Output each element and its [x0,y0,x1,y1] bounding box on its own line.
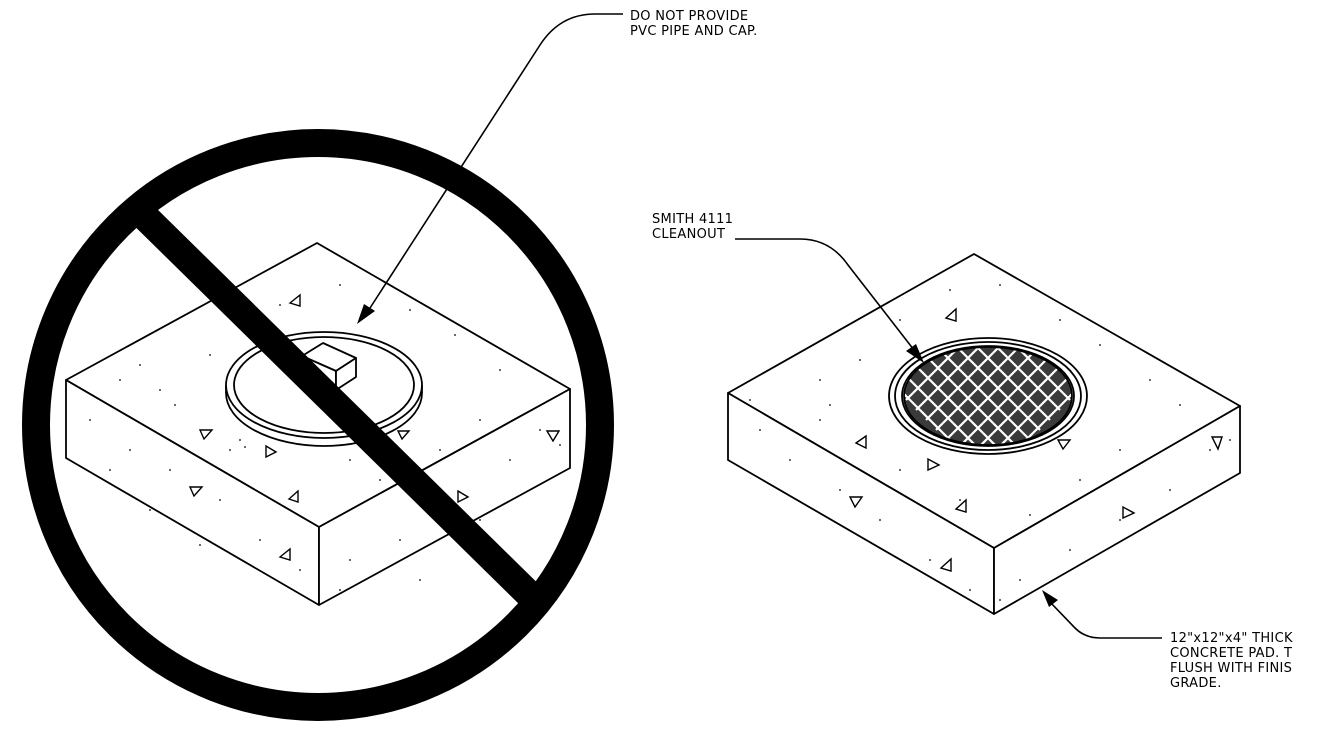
concrete-pad-note: 12"x12"x4" THICK CONCRETE PAD. T FLUSH W… [1170,631,1297,691]
left-aggregate-triangles [188,293,561,561]
prohibition-sign [22,129,614,721]
cleanout-leader [735,238,924,363]
do-not-provide-note: DO NOT PROVIDE PVC PIPE AND CAP. [630,9,758,39]
right-pad-side-face [993,405,1241,615]
prohibition-slash [123,195,555,620]
right-concrete-stipple [749,284,1231,601]
cleanout-note: SMITH 4111 CLEANOUT [652,212,738,242]
grate-crosshatch [904,347,1072,445]
prohibition-circle [22,129,614,721]
do-not-provide-leader [357,13,623,324]
concrete-pad-leader [1042,590,1162,639]
right-aggregate-triangles [848,307,1223,572]
smith-4111-cleanout [888,337,1088,455]
